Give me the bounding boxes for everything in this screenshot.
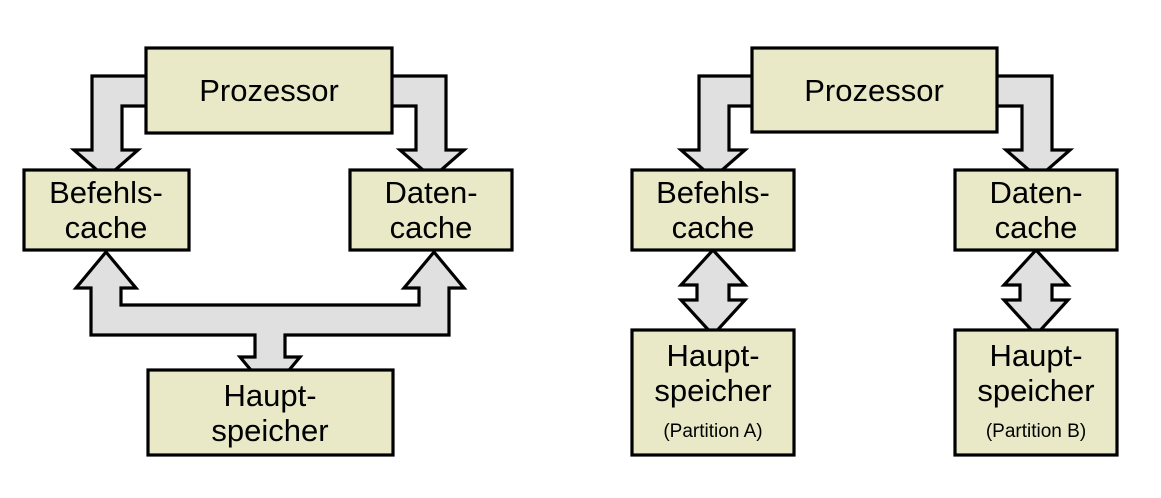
main-memory-partition-b-sublabel: (Partition B) — [986, 421, 1086, 442]
main-memory-box — [146, 368, 395, 457]
main-memory-partition-a-box — [630, 328, 796, 457]
panel-left: Prozessor Befehls- cache Daten- cache Ha… — [22, 46, 514, 457]
instruction-cache-label-line2: cache — [672, 210, 755, 245]
processor-box — [750, 46, 999, 134]
caches-to-main-memory-arrow — [72, 249, 468, 396]
panel-right: Prozessor Befehls- cache Daten- cache Ha… — [630, 46, 1119, 457]
main-memory-partition-b-box — [953, 328, 1119, 457]
main-memory-partition-a-label-line2: speicher — [654, 373, 771, 408]
main-memory-label-line1: Haupt- — [223, 378, 316, 413]
instruction-cache-label-line1: Befehls- — [49, 175, 163, 210]
instruction-cache-box — [22, 168, 191, 252]
data-cache-label-line1: Daten- — [384, 175, 477, 210]
processor-box — [144, 46, 394, 135]
instruction-cache-label-line2: cache — [65, 210, 148, 245]
processor-label: Prozessor — [199, 73, 339, 108]
processor-label: Prozessor — [804, 73, 944, 108]
main-memory-label-line2: speicher — [211, 413, 328, 448]
instruction-cache-box — [630, 168, 796, 252]
data-cache-label-line2: cache — [995, 210, 1078, 245]
data-cache-box — [348, 168, 514, 252]
main-memory-partition-a-label-line1: Haupt- — [666, 338, 759, 373]
data-cache-to-memory-b-arrow — [1000, 247, 1072, 338]
main-memory-partition-b-label-line1: Haupt- — [989, 338, 1082, 373]
data-cache-box — [953, 168, 1119, 252]
data-cache-label-line1: Daten- — [989, 175, 1082, 210]
instruction-cache-to-memory-a-arrow — [677, 247, 749, 338]
instruction-cache-label-line1: Befehls- — [656, 175, 770, 210]
main-memory-partition-a-sublabel: (Partition A) — [663, 421, 762, 442]
main-memory-partition-b-label-line2: speicher — [977, 373, 1094, 408]
data-cache-label-line2: cache — [390, 210, 473, 245]
